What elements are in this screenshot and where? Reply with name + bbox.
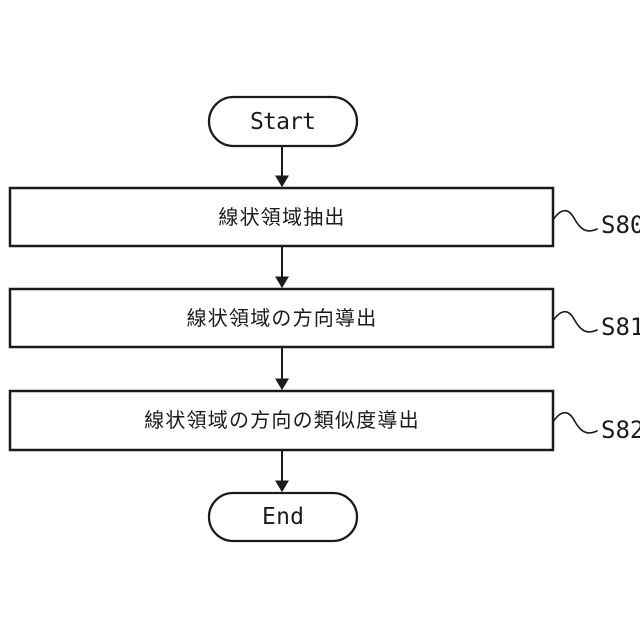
- step1-ref-label: S80: [601, 211, 640, 239]
- step1-reference: S80: [552, 209, 640, 239]
- step3-ref-label: S82: [601, 416, 640, 444]
- step2-reference: S81: [552, 310, 640, 341]
- node-step3-process: 線状領域の方向の類似度導出: [8, 389, 555, 452]
- node-end-terminal: End: [207, 491, 359, 543]
- step3-label: 線状領域の方向の類似度導出: [144, 408, 420, 432]
- step2-box: [8, 287, 555, 349]
- step2-label: 線状領域の方向導出: [187, 306, 378, 330]
- step1-box: [8, 186, 555, 248]
- step3-box: [8, 389, 555, 452]
- end-label: End: [262, 504, 304, 530]
- step3-leader-squiggle: [552, 411, 598, 434]
- node-start-terminal: Start: [207, 95, 359, 148]
- step1-leader-squiggle: [552, 209, 598, 232]
- step1-label: 線状領域抽出: [218, 205, 345, 229]
- start-label: Start: [250, 109, 316, 135]
- step2-ref-label: S81: [601, 313, 640, 341]
- step3-reference: S82: [552, 411, 640, 444]
- start-terminal-shape: [207, 95, 359, 148]
- node-step2-process: 線状領域の方向導出: [8, 287, 555, 349]
- end-terminal-shape: [207, 491, 359, 543]
- node-step1-process: 線状領域抽出: [8, 186, 555, 248]
- step2-leader-squiggle: [552, 310, 598, 333]
